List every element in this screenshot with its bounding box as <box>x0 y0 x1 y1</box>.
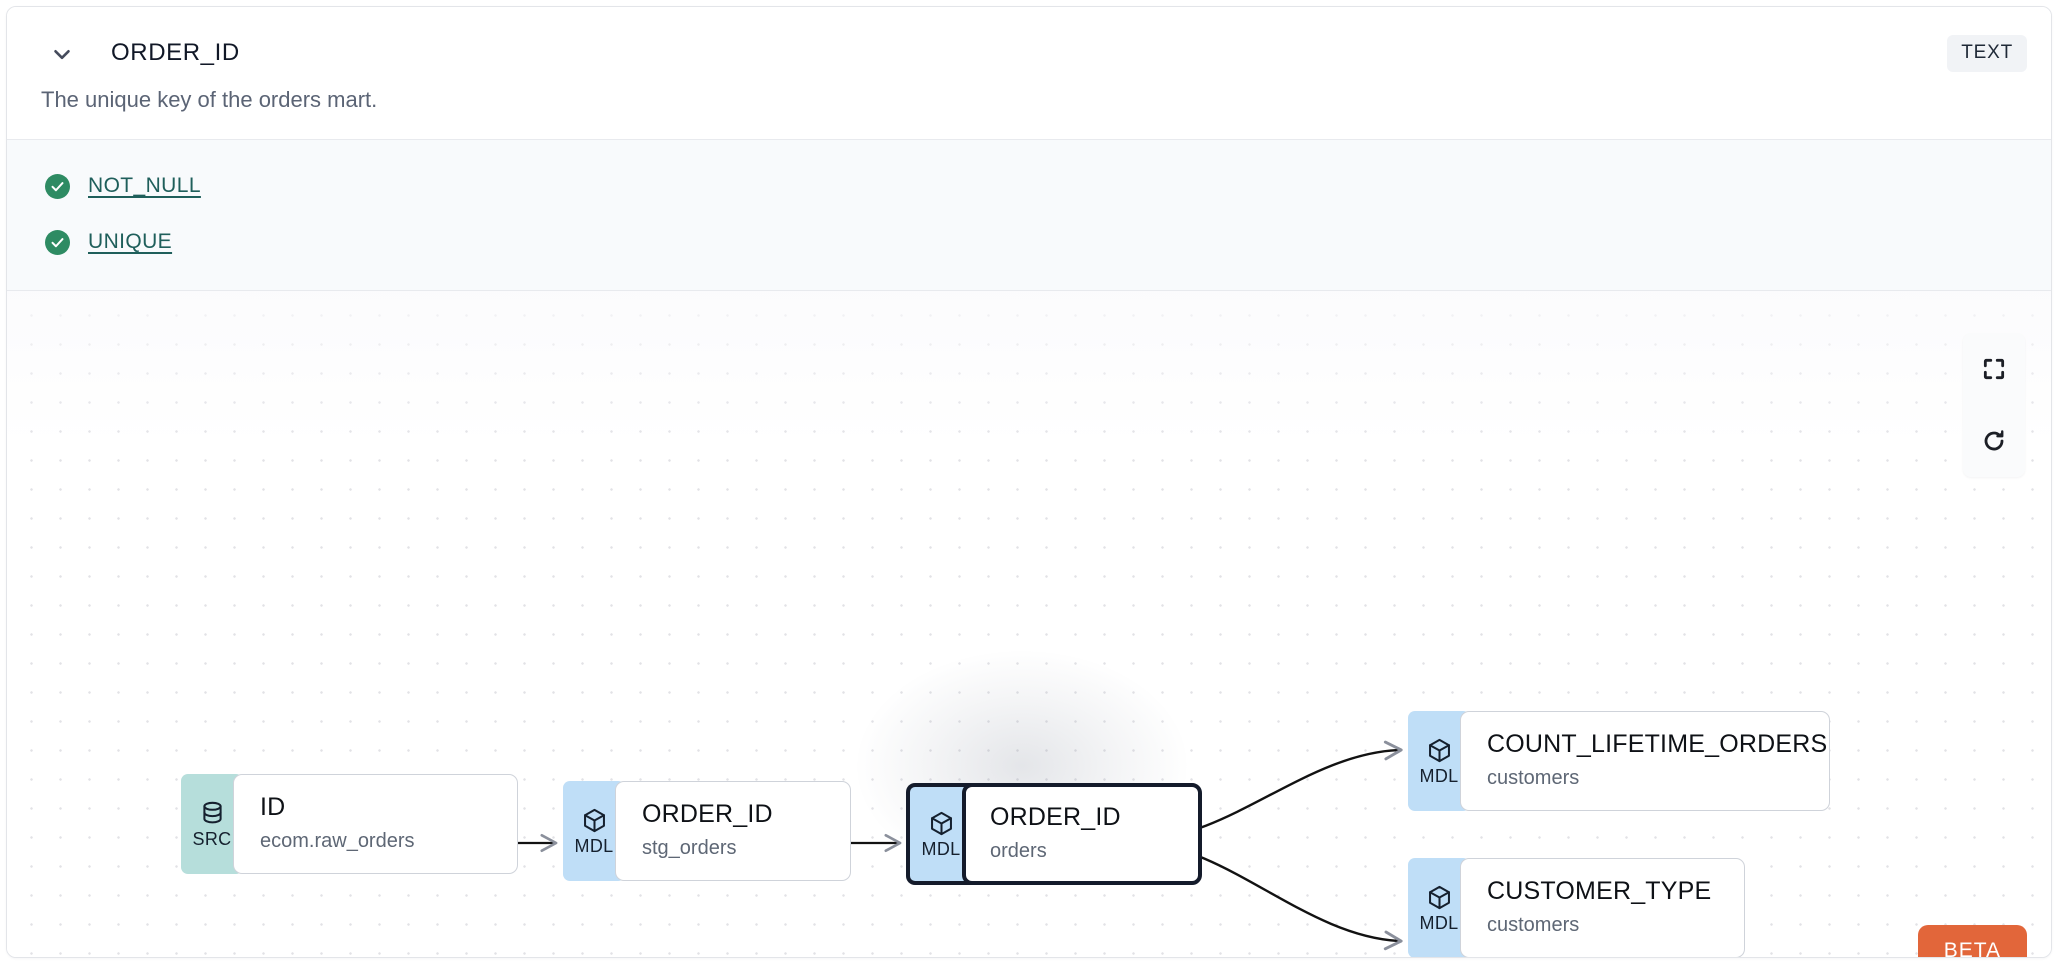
data-type-badge: TEXT <box>1947 35 2027 72</box>
node-body: COUNT_LIFETIME_ORDERS customers <box>1460 711 1830 811</box>
node-column-name: COUNT_LIFETIME_ORDERS <box>1487 730 1828 758</box>
node-parent-name: orders <box>990 840 1047 862</box>
beta-badge[interactable]: BETA <box>1917 925 2027 957</box>
test-row: UNIQUE <box>7 220 2051 264</box>
reset-button[interactable] <box>1963 405 2025 477</box>
lineage-canvas[interactable]: SRC ID ecom.raw_orders MDL ORDER_ID stg_… <box>7 291 2051 957</box>
panel-header: ORDER_ID TEXT The unique key of the orde… <box>7 7 2051 112</box>
node-body: CUSTOMER_TYPE customers <box>1460 858 1745 957</box>
lineage-node-stg-order-id[interactable]: MDL ORDER_ID stg_orders <box>563 781 851 881</box>
test-row: NOT_NULL <box>7 164 2051 208</box>
badge-label: MDL <box>574 835 614 856</box>
page-title: ORDER_ID <box>111 39 240 66</box>
node-parent-name: stg_orders <box>642 837 737 859</box>
fullscreen-icon <box>1983 358 2005 380</box>
badge-label: MDL <box>1419 765 1459 786</box>
canvas-controls <box>1963 333 2025 477</box>
tests-section: NOT_NULL UNIQUE <box>7 139 2051 291</box>
cube-icon <box>930 811 952 835</box>
lineage-node-src-id[interactable]: SRC ID ecom.raw_orders <box>181 774 518 874</box>
chevron-down-icon[interactable] <box>45 37 79 71</box>
cube-icon <box>583 808 605 832</box>
node-parent-name: customers <box>1487 767 1580 789</box>
node-column-name: CUSTOMER_TYPE <box>1487 877 1712 905</box>
cube-icon <box>1428 885 1450 909</box>
node-column-name: ORDER_ID <box>642 800 773 828</box>
badge-label: MDL <box>921 838 961 859</box>
column-detail-panel: ORDER_ID TEXT The unique key of the orde… <box>6 6 2052 958</box>
database-icon <box>202 801 222 823</box>
node-column-name: ORDER_ID <box>990 803 1121 831</box>
test-link-unique[interactable]: UNIQUE <box>88 230 173 253</box>
check-circle-icon <box>45 173 70 199</box>
refresh-icon <box>1984 430 2004 451</box>
lineage-node-customer-type[interactable]: MDL CUSTOMER_TYPE customers <box>1408 858 1745 957</box>
test-link-not-null[interactable]: NOT_NULL <box>88 174 201 197</box>
lineage-node-count-lifetime-orders[interactable]: MDL COUNT_LIFETIME_ORDERS customers <box>1408 711 1830 811</box>
node-body: ID ecom.raw_orders <box>233 774 518 874</box>
node-column-name: ID <box>260 793 286 821</box>
node-body: ORDER_ID orders <box>962 783 1202 885</box>
node-parent-name: ecom.raw_orders <box>260 830 415 852</box>
badge-label: SRC <box>192 828 232 849</box>
node-body: ORDER_ID stg_orders <box>615 781 851 881</box>
lineage-node-orders-order-id[interactable]: MDL ORDER_ID orders <box>906 783 1202 885</box>
node-parent-name: customers <box>1487 914 1580 936</box>
check-circle-icon <box>45 229 70 255</box>
fit-view-button[interactable] <box>1963 333 2025 405</box>
badge-label: MDL <box>1419 912 1459 933</box>
column-description: The unique key of the orders mart. <box>41 87 378 112</box>
cube-icon <box>1428 738 1450 762</box>
